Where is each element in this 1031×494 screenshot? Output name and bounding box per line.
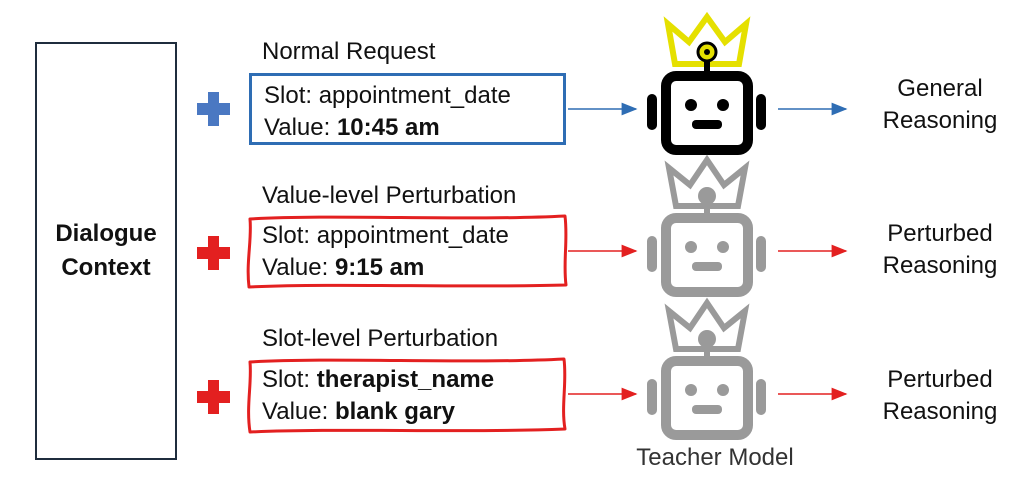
robot-icon <box>647 11 766 155</box>
slot-line: Slot: appointment_date <box>264 80 563 112</box>
result-general-reasoning: General Reasoning <box>860 73 1020 137</box>
slot-key: Slot: <box>262 222 311 249</box>
plus-icon <box>197 236 230 270</box>
result-line2: Reasoning <box>882 252 998 279</box>
robot-icon <box>647 154 766 297</box>
context-label-line2: Context <box>61 254 151 281</box>
slot-value: appointment_date <box>316 222 509 249</box>
slot-box-slot-perturbation: Slot: therapist_name Value: blank gary <box>250 364 566 432</box>
value-key: Value: <box>262 398 329 425</box>
dialogue-context-box: Dialogue Context <box>35 42 177 460</box>
result-line1: Perturbed <box>887 220 993 247</box>
value-key: Value: <box>264 114 331 141</box>
slot-box-outline <box>246 214 568 289</box>
slot-value: therapist_name <box>316 366 495 393</box>
plus-icon <box>197 92 230 126</box>
result-line2: Reasoning <box>882 107 998 134</box>
value-value: blank gary <box>334 398 455 425</box>
row-title-normal-request: Normal Request <box>262 38 436 65</box>
robot-icon <box>647 297 766 440</box>
value-value: 9:15 am <box>334 254 425 281</box>
value-value: 10:45 am <box>336 114 440 141</box>
result-line1: General <box>897 75 983 102</box>
slot-box-normal: Slot: appointment_date Value: 10:45 am <box>249 73 566 145</box>
slot-line: Slot: therapist_name <box>262 364 566 396</box>
slot-value: appointment_date <box>318 82 511 109</box>
slot-key: Slot: <box>262 366 311 393</box>
slot-box-outline <box>247 357 567 434</box>
row-title-value-perturbation: Value-level Perturbation <box>262 182 517 209</box>
value-line: Value: 9:15 am <box>262 252 566 284</box>
crown-icon <box>664 154 750 209</box>
slot-box-value-perturbation: Slot: appointment_date Value: 9:15 am <box>250 220 566 288</box>
crown-icon <box>664 297 750 352</box>
result-perturbed-reasoning: Perturbed Reasoning <box>860 218 1020 282</box>
result-line2: Reasoning <box>882 398 998 425</box>
result-line1: Perturbed <box>887 366 993 393</box>
crown-icon <box>663 11 751 67</box>
teacher-model-label: Teacher Model <box>636 444 794 471</box>
value-line: Value: blank gary <box>262 396 566 428</box>
row-title-slot-perturbation: Slot-level Perturbation <box>262 325 499 352</box>
context-label-line1: Dialogue <box>55 220 157 247</box>
value-key: Value: <box>262 254 329 281</box>
slot-key: Slot: <box>264 82 313 109</box>
slot-line: Slot: appointment_date <box>262 220 566 252</box>
plus-icon <box>197 380 230 414</box>
result-perturbed-reasoning: Perturbed Reasoning <box>860 364 1020 428</box>
value-line: Value: 10:45 am <box>264 112 563 144</box>
